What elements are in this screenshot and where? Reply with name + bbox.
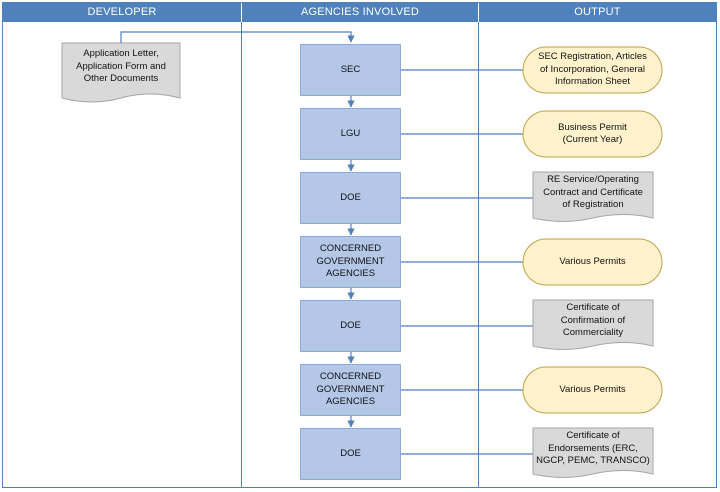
output-line: Certificate of (566, 302, 620, 314)
agency-box: DOE (300, 300, 401, 352)
lane-divider (241, 22, 242, 488)
lane-header-agencies: AGENCIES INVOLVED (242, 2, 478, 22)
output-line: Various Permits (559, 383, 626, 395)
output-line: Various Permits (559, 255, 626, 267)
output-label: Various Permits (531, 367, 654, 413)
output-line: of Registration (562, 199, 624, 211)
agency-box: SEC (300, 44, 401, 96)
output-document-shape (532, 427, 654, 478)
output-line: SEC Registration, Articles (538, 51, 647, 63)
output-line: Commerciality (562, 327, 624, 339)
output-label: Business Permit(Current Year) (531, 111, 654, 157)
output-line: Certificate of (566, 430, 620, 442)
output-label: Various Permits (531, 239, 654, 285)
agency-label: GOVERNMENT (316, 383, 385, 395)
output-line: Business Permit (558, 121, 627, 133)
output-terminator-shape (522, 366, 663, 414)
output-line: of Incorporation, General (539, 63, 646, 75)
developer-doc-line: Application Letter, (83, 48, 159, 60)
output-line: Contract and Certificate (543, 186, 643, 198)
output-line: Endorsements (ERC, (548, 442, 638, 454)
output-document-shape (532, 299, 654, 350)
output-line: Information Sheet (555, 76, 630, 88)
output-terminator-shape (522, 46, 663, 94)
agency-label: AGENCIES (325, 396, 376, 408)
output-terminator-shape (522, 238, 663, 286)
developer-doc-line: Other Documents (83, 73, 159, 85)
agency-label: AGENCIES (325, 268, 376, 280)
lane-header-developer: DEVELOPER (3, 2, 241, 22)
agency-label: LGU (340, 127, 361, 139)
output-line: NGCP, PEMC, TRANSCO) (536, 455, 650, 467)
output-terminator-shape (522, 110, 663, 158)
agency-box: LGU (300, 108, 401, 160)
agency-label: CONCERNED (319, 371, 382, 383)
output-line: RE Service/Operating (547, 174, 639, 186)
output-line: (Current Year) (562, 134, 623, 145)
agency-label: SEC (340, 63, 361, 75)
agency-label: GOVERNMENT (316, 255, 385, 267)
developer-to-sec-connector (120, 31, 355, 43)
agency-label: DOE (340, 191, 361, 203)
developer-document-text: Application Letter, Application Form and… (62, 44, 180, 90)
output-document-shape (532, 171, 654, 222)
agency-box: DOE (300, 428, 401, 480)
agency-label: DOE (340, 447, 361, 459)
agency-label: DOE (340, 319, 361, 331)
agency-label: CONCERNED (319, 243, 382, 255)
output-line: Confirmation of (560, 314, 626, 326)
developer-document-shape (61, 42, 181, 103)
developer-doc-line: Application Form and (76, 60, 166, 72)
lane-divider (478, 22, 479, 488)
agency-box: DOE (300, 172, 401, 224)
lane-header-output: OUTPUT (479, 2, 716, 22)
